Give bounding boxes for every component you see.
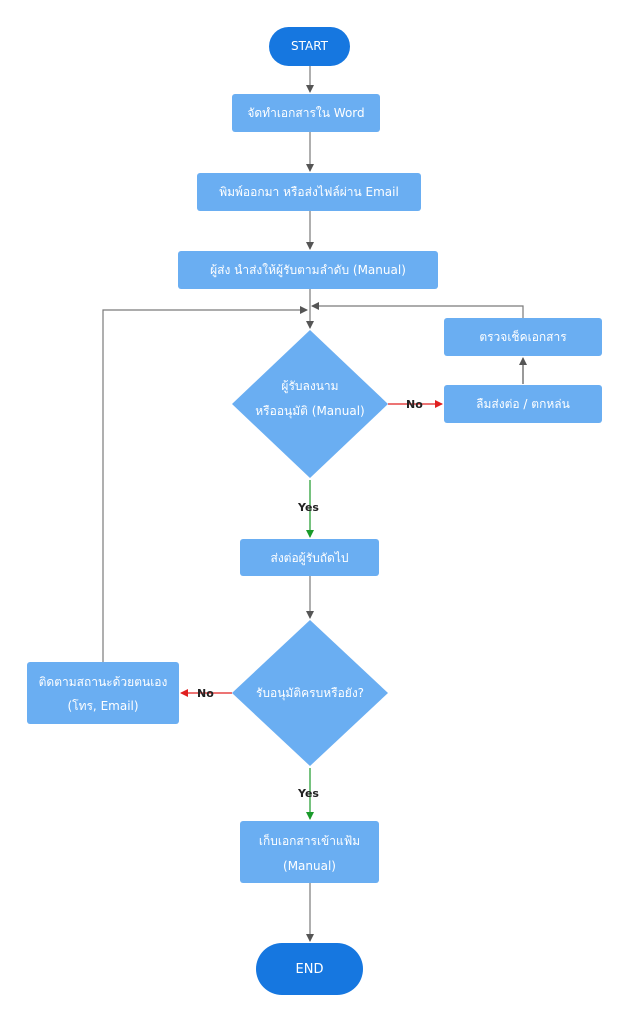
step-forgot-to-forward-label: ลืมส่งต่อ / ตกหล่น [476,397,570,411]
step-archive-line1: เก็บเอกสารเข้าแฟ้ม [259,833,360,848]
step-create-document-label: จัดทำเอกสารใน Word [247,106,364,120]
step-print-or-email-label: พิมพ์ออกมา หรือส่งไฟล์ผ่าน Email [219,185,399,199]
edge-check-loop [311,302,524,318]
step-follow-up-line1: ติดตามสถานะด้วยตนเอง [39,675,168,689]
label-decision1-yes: Yes [297,501,319,514]
step-forward-next: ส่งต่อผู้รับถัดไป [240,539,379,576]
decision-all-approved-label: รับอนุมัติครบหรือยัง? [256,686,364,701]
step-forgot-to-forward: ลืมส่งต่อ / ตกหล่น [444,385,602,423]
start-label: START [291,39,329,53]
start-node: START [269,27,350,66]
end-node: END [256,943,363,995]
step-check-documents: ตรวจเช็คเอกสาร [444,318,602,356]
step-archive-documents: เก็บเอกสารเข้าแฟ้ม (Manual) [240,821,379,883]
step-create-document: จัดทำเอกสารใน Word [232,94,380,132]
decision-all-approved: รับอนุมัติครบหรือยัง? [232,620,388,766]
label-decision2-yes: Yes [297,787,319,800]
decision-sign-line2: หรืออนุมัติ (Manual) [255,404,364,419]
decision-sign-line1: ผู้รับลงนาม [281,379,338,394]
step-forward-next-label: ส่งต่อผู้รับถัดไป [271,551,349,566]
label-decision1-no: No [406,398,423,411]
step-print-or-email: พิมพ์ออกมา หรือส่งไฟล์ผ่าน Email [197,173,421,211]
step-archive-line2: (Manual) [283,859,336,873]
step-send-to-recipients: ผู้ส่ง นำส่งให้ผู้รับตามลำดับ (Manual) [178,251,438,289]
end-label: END [296,962,324,977]
step-send-to-recipients-label: ผู้ส่ง นำส่งให้ผู้รับตามลำดับ (Manual) [210,263,406,278]
step-follow-up-line2: (โทร, Email) [67,699,138,713]
decision-sign-or-approve: ผู้รับลงนาม หรืออนุมัติ (Manual) [232,330,388,478]
label-decision2-no: No [197,687,214,700]
step-follow-up-manually: ติดตามสถานะด้วยตนเอง (โทร, Email) [27,662,179,724]
edges [102,66,527,942]
edge-followup-loop [102,306,308,662]
step-check-documents-label: ตรวจเช็คเอกสาร [479,329,567,344]
